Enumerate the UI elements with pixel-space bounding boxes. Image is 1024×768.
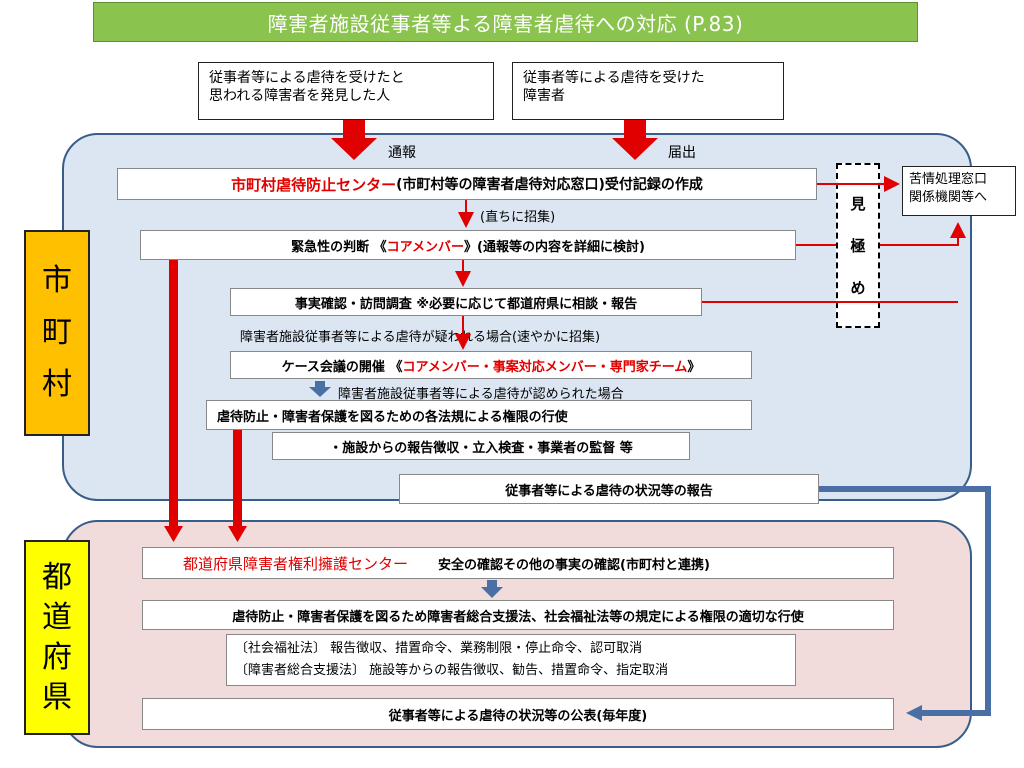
publication-box: 従事者等による虐待の状況等の公表(毎年度): [142, 698, 894, 730]
urgency-core-member: コアメンバー: [386, 239, 464, 255]
center-to-authority-arrow: [481, 580, 503, 598]
suspected-note: 障害者施設従事者等による虐待が疑われる場合(速やかに招集): [240, 330, 601, 345]
authority-to-prefecture-shaft: [233, 430, 242, 528]
complaints-line-2: 関係機関等へ: [909, 190, 988, 205]
law-detail-box: 〔社会福祉法〕 報告徴収、措置命令、業務制限・停止命令、認可取消 〔障害者総合支…: [226, 634, 796, 686]
prefecture-label-char-3: 府: [42, 639, 72, 675]
authority-box: 虐待防止・障害者保護を図るための各法規による権限の行使: [206, 400, 752, 430]
investigation-box: 事実確認・訪問調査 ※必要に応じて都道府県に相談・報告: [230, 288, 702, 316]
case-meeting-box: ケース会議の開催 《コアメンバー・事案対応メンバー・専門家チーム》: [230, 351, 752, 379]
status-report-box: 従事者等による虐待の状況等の報告: [399, 474, 819, 504]
case-meeting-pre: ケース会議の開催 《: [281, 359, 403, 375]
prefecture-authority-box: 虐待防止・障害者保護を図るため障害者総合支援法、社会福祉法等の規定による権限の適…: [142, 600, 894, 630]
confirmed-note: 障害者施設従事者等による虐待が認められた場合: [338, 387, 624, 402]
complaints-line-1: 苦情処理窓口: [909, 172, 988, 187]
complaints-box: 苦情処理窓口 関係機関等へ: [902, 166, 1016, 216]
victim-box: 従事者等による虐待を受けた 障害者: [512, 62, 784, 120]
urgency-to-prefecture-shaft: [169, 260, 178, 528]
reception-box: 市町村虐待防止センター(市町村等の障害者虐待対応窓口)受付記録の作成: [117, 168, 817, 200]
urgency-post: 》(通報等の内容を詳細に検討): [464, 239, 645, 255]
notify-arrow: [612, 120, 658, 160]
notify-label: 届出: [668, 145, 696, 161]
prefecture-center-box: 都道府県障害者権利擁護センター 安全の確認その他の事実の確認(市町村と連携): [142, 547, 894, 579]
report-to-publication-head: [906, 705, 922, 721]
prefecture-label-char-1: 都: [42, 559, 72, 595]
city-label: 市 町 村: [24, 230, 90, 436]
law-detail-line-1: 〔社会福祉法〕 報告徴収、措置命令、業務制限・停止命令、認可取消: [235, 641, 643, 656]
page-title: 障害者施設従事者等よる障害者虐待への対応 (P.83): [93, 2, 918, 42]
prefecture-label: 都 道 府 県: [24, 540, 90, 735]
discoverer-line-2: 思われる障害者を発見した人: [209, 88, 391, 104]
report-to-publication-path: [819, 486, 991, 716]
discoverer-line-1: 従事者等による虐待を受けたと: [209, 70, 405, 86]
case-meeting-members: コアメンバー・事案対応メンバー・専門家チーム: [402, 359, 688, 375]
immediate-label: (直ちに招集): [480, 210, 556, 225]
victim-line-2: 障害者: [523, 88, 565, 104]
meeting-to-authority-arrow: [309, 381, 331, 397]
city-label-char-2: 町: [42, 315, 72, 350]
assessment-char-2: 極: [850, 236, 866, 255]
case-meeting-post: 》: [687, 359, 701, 375]
discoverer-box: 従事者等による虐待を受けたと 思われる障害者を発見した人: [198, 62, 494, 120]
reception-rest: (市町村等の障害者虐待対応窓口)受付記録の作成: [396, 177, 703, 193]
authority-detail-box: ・施設からの報告徴収・立入検査・事業者の監督 等: [272, 432, 690, 460]
victim-line-1: 従事者等による虐待を受けた: [523, 70, 705, 86]
city-label-char-1: 市: [42, 263, 72, 298]
prefecture-center-rest: 安全の確認その他の事実の確認(市町村と連携): [438, 557, 710, 573]
assessment-to-complaints-line: [880, 222, 966, 246]
authority-to-prefecture-head: [228, 526, 247, 542]
prefecture-center-name: 都道府県障害者権利擁護センター: [183, 554, 409, 573]
assessment-char-3: め: [850, 278, 866, 297]
prefecture-label-char-2: 道: [42, 599, 72, 635]
report-label: 通報: [388, 145, 416, 161]
prefecture-label-char-4: 県: [42, 679, 72, 715]
report-arrow: [331, 120, 377, 160]
urgency-pre: 緊急性の判断 《: [291, 239, 387, 255]
city-label-char-3: 村: [42, 367, 72, 402]
urgency-box: 緊急性の判断 《コアメンバー》(通報等の内容を詳細に検討): [140, 230, 796, 260]
assessment-box: 見 極 め: [836, 163, 880, 328]
law-detail-line-2: 〔障害者総合支援法〕 施設等からの報告徴収、勧告、措置命令、指定取消: [235, 663, 669, 678]
reception-center-name: 市町村虐待防止センター: [231, 175, 397, 194]
urgency-to-prefecture-head: [164, 526, 183, 542]
assessment-char-1: 見: [850, 195, 866, 214]
